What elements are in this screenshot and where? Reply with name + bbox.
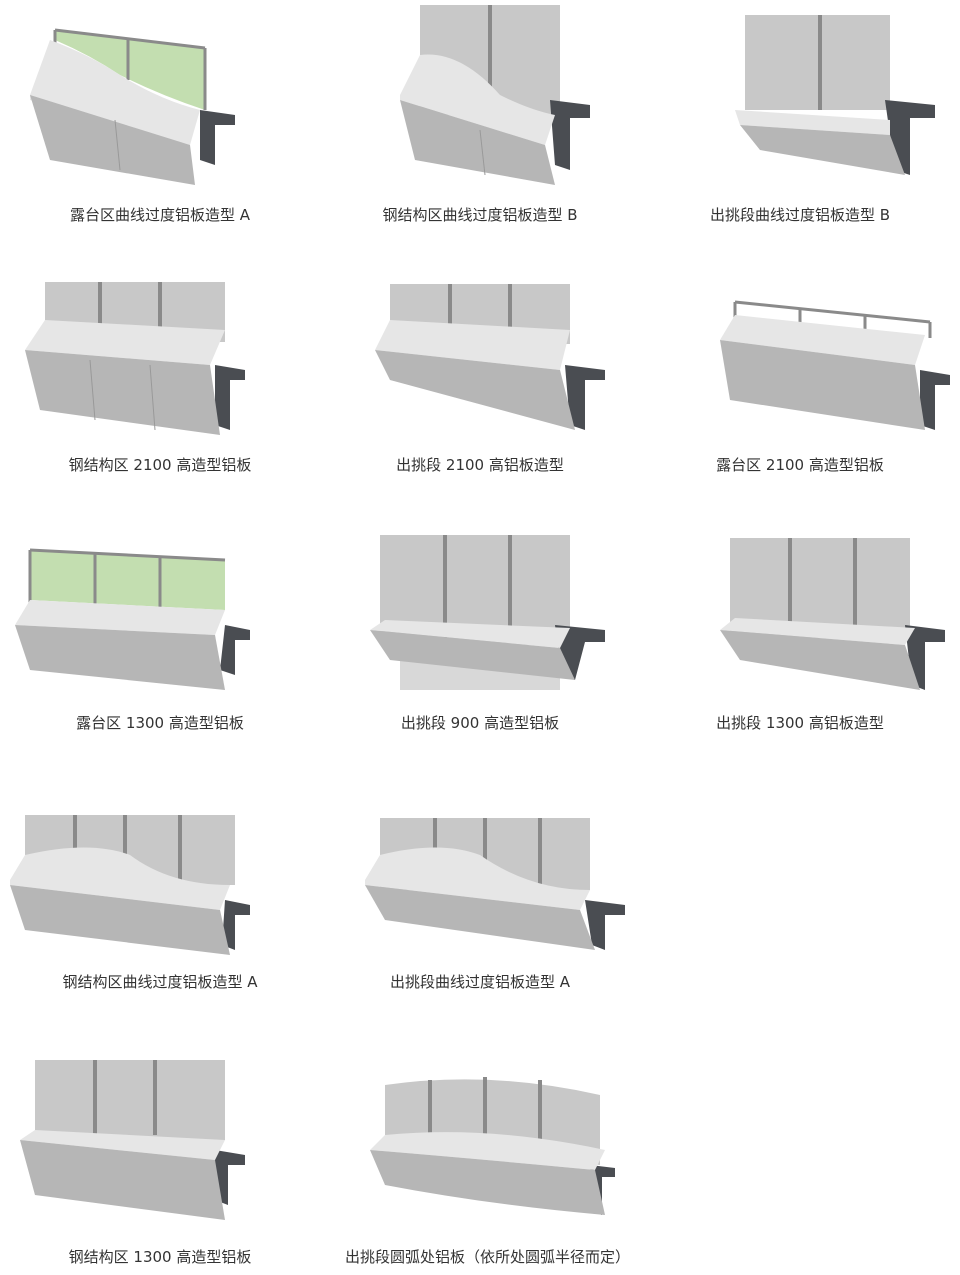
tile-6: 露台区 2100 高造型铝板 bbox=[650, 270, 950, 500]
tile-11: 出挑段曲线过度铝板造型 A bbox=[330, 810, 630, 1020]
tile-4: 钢结构区 2100 高造型铝板 bbox=[10, 270, 310, 500]
tile-8: 出挑段 900 高造型铝板 bbox=[330, 530, 630, 760]
cladding-render bbox=[375, 284, 605, 430]
tile-caption: 钢结构区曲线过度铝板造型 B bbox=[382, 206, 578, 224]
tile-12: 钢结构区 1300 高造型铝板 bbox=[10, 1055, 310, 1275]
tile-2: 钢结构区曲线过度铝板造型 B bbox=[330, 0, 630, 240]
tile-caption: 出挑段 900 高造型铝板 bbox=[400, 714, 560, 732]
cladding-render bbox=[400, 5, 590, 185]
tile-5: 出挑段 2100 高铝板造型 bbox=[330, 270, 630, 500]
tile-10: 钢结构区曲线过度铝板造型 A bbox=[10, 810, 310, 1020]
cladding-render bbox=[365, 818, 625, 950]
cladding-render bbox=[30, 28, 235, 185]
tile-13: 出挑段圆弧处铝板（依所处圆弧半径而定） bbox=[340, 1055, 700, 1275]
tile-caption: 出挑段曲线过度铝板造型 B bbox=[709, 206, 891, 224]
tile-caption: 出挑段 2100 高铝板造型 bbox=[396, 456, 564, 474]
tile-caption: 钢结构区 2100 高造型铝板 bbox=[68, 456, 252, 474]
tile-caption: 露台区 1300 高造型铝板 bbox=[76, 714, 244, 732]
tile-caption: 出挑段曲线过度铝板造型 A bbox=[389, 973, 571, 991]
cladding-render bbox=[10, 815, 250, 955]
tile-caption: 出挑段 1300 高铝板造型 bbox=[716, 714, 884, 732]
tile-1: 露台区曲线过度铝板造型 A bbox=[10, 0, 310, 240]
tile-7: 露台区 1300 高造型铝板 bbox=[10, 530, 310, 760]
cladding-render bbox=[370, 1077, 615, 1215]
tile-caption: 钢结构区 1300 高造型铝板 bbox=[68, 1248, 252, 1266]
cladding-render bbox=[735, 15, 935, 175]
tile-9: 出挑段 1300 高铝板造型 bbox=[650, 530, 950, 760]
cladding-render bbox=[720, 538, 945, 690]
cladding-render bbox=[15, 548, 250, 690]
cladding-render bbox=[20, 1060, 245, 1220]
tile-caption: 露台区曲线过度铝板造型 A bbox=[69, 206, 251, 224]
tile-caption: 钢结构区曲线过度铝板造型 A bbox=[62, 973, 258, 991]
cladding-render bbox=[720, 300, 950, 430]
tile-caption: 露台区 2100 高造型铝板 bbox=[716, 456, 884, 474]
tile-3: 出挑段曲线过度铝板造型 B bbox=[650, 0, 950, 240]
tile-caption: 出挑段圆弧处铝板（依所处圆弧半径而定） bbox=[345, 1248, 631, 1266]
cladding-render bbox=[25, 282, 245, 435]
cladding-render bbox=[370, 535, 605, 690]
